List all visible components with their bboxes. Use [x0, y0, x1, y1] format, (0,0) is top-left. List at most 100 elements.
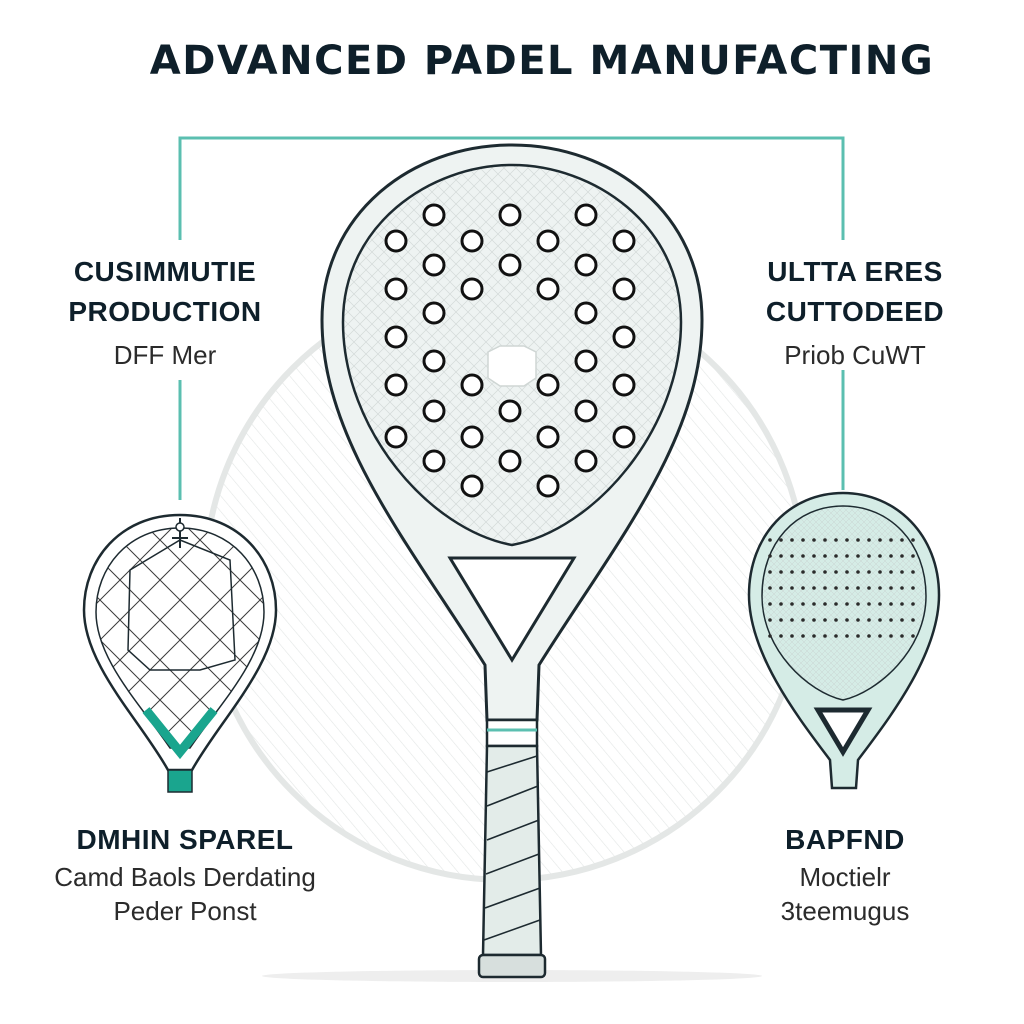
mesh-dot [768, 634, 772, 638]
mesh-dot [867, 586, 871, 590]
racket-hole [460, 229, 484, 253]
label-subtext: Peder Ponst [113, 896, 257, 926]
mesh-dot [867, 570, 871, 574]
racket-hole [422, 253, 446, 277]
mesh-dot [878, 586, 882, 590]
label-subtext: DFF Mer [113, 340, 217, 370]
mesh-dot [889, 570, 893, 574]
mesh-dot [823, 634, 827, 638]
racket-hole [384, 229, 408, 253]
label-ultra-cut: ULTTA ERES CUTTODEED Priob CuWT [730, 252, 980, 372]
mesh-dot [834, 634, 838, 638]
mesh-dot [856, 570, 860, 574]
mesh-dot [779, 634, 783, 638]
mesh-dot [801, 586, 805, 590]
racket-hole [574, 203, 598, 227]
racket-hole [612, 277, 636, 301]
mesh-dot [790, 602, 794, 606]
racket-hole [422, 399, 446, 423]
mesh-dot [867, 602, 871, 606]
mesh-dot [900, 634, 904, 638]
label-subtext: Priob CuWT [784, 340, 926, 370]
label-design-sparel: DMHIN SPAREL Camd Baols Derdating Peder … [20, 820, 350, 928]
mesh-dot [812, 586, 816, 590]
mesh-dot [856, 554, 860, 558]
mesh-dot [812, 602, 816, 606]
mesh-dot [911, 618, 915, 622]
mesh-dot [779, 538, 783, 542]
mesh-dot [878, 618, 882, 622]
mesh-dot [900, 538, 904, 542]
mesh-dot [779, 570, 783, 574]
page-title: ADVANCED PADEL MANUFACTING [149, 38, 935, 84]
racket-holes [384, 203, 636, 498]
label-bapfnd: BAPFND Moctielr 3teemugus [745, 820, 945, 928]
mesh-dot [823, 570, 827, 574]
mesh-dot [911, 554, 915, 558]
racket-hole [612, 229, 636, 253]
racket-hole [460, 474, 484, 498]
mesh-dot [801, 538, 805, 542]
label-heading: ULTTA ERES [767, 256, 943, 287]
mesh-dot [845, 554, 849, 558]
mesh-dot [790, 570, 794, 574]
racket-hole [384, 325, 408, 349]
mesh-dot [834, 618, 838, 622]
label-subtext: 3teemugus [780, 896, 910, 926]
mesh-dot [801, 570, 805, 574]
racket-grip [481, 744, 543, 957]
mesh-dot [768, 586, 772, 590]
racket-throat [447, 556, 577, 663]
mesh-dot [845, 618, 849, 622]
mesh-dot [779, 554, 783, 558]
racket-hole [612, 325, 636, 349]
mesh-dot [801, 554, 805, 558]
mesh-dot [768, 618, 772, 622]
racket-hole [422, 203, 446, 227]
mesh-dot [911, 634, 915, 638]
mesh-dot [834, 538, 838, 542]
racket-hole [422, 349, 446, 373]
mesh-dot [911, 570, 915, 574]
label-heading: PRODUCTION [68, 296, 262, 327]
mesh-dot [845, 538, 849, 542]
mesh-dot [779, 602, 783, 606]
racket-hole [460, 277, 484, 301]
mesh-dot [768, 538, 772, 542]
mesh-dot [889, 634, 893, 638]
mesh-dot [823, 618, 827, 622]
mesh-dot [856, 618, 860, 622]
mesh-dot [823, 538, 827, 542]
racket-hole [574, 399, 598, 423]
left-racket-throat [142, 707, 218, 760]
mesh-dot [878, 570, 882, 574]
mesh-dot [878, 554, 882, 558]
mesh-dot [878, 634, 882, 638]
mesh-dot [900, 586, 904, 590]
mesh-dot [900, 554, 904, 558]
mesh-dot [911, 538, 915, 542]
racket-hole [498, 399, 522, 423]
mesh-dot [878, 602, 882, 606]
racket-hole [460, 373, 484, 397]
mesh-dot [790, 538, 794, 542]
left-racket-core [127, 539, 236, 671]
mesh-dot [867, 634, 871, 638]
mesh-dot [856, 602, 860, 606]
mesh-dot [856, 586, 860, 590]
mesh-dot [845, 570, 849, 574]
racket-hole [536, 425, 560, 449]
racket-core-icon [82, 513, 278, 793]
mesh-dot [790, 634, 794, 638]
mesh-dot [867, 618, 871, 622]
mesh-dot [801, 602, 805, 606]
racket-hole [536, 277, 560, 301]
mesh-dot [790, 618, 794, 622]
right-racket-throat [813, 707, 873, 757]
mesh-dot [900, 618, 904, 622]
racket-hole [422, 449, 446, 473]
mesh-dot [823, 586, 827, 590]
label-heading: DMHIN SPAREL [76, 824, 294, 855]
